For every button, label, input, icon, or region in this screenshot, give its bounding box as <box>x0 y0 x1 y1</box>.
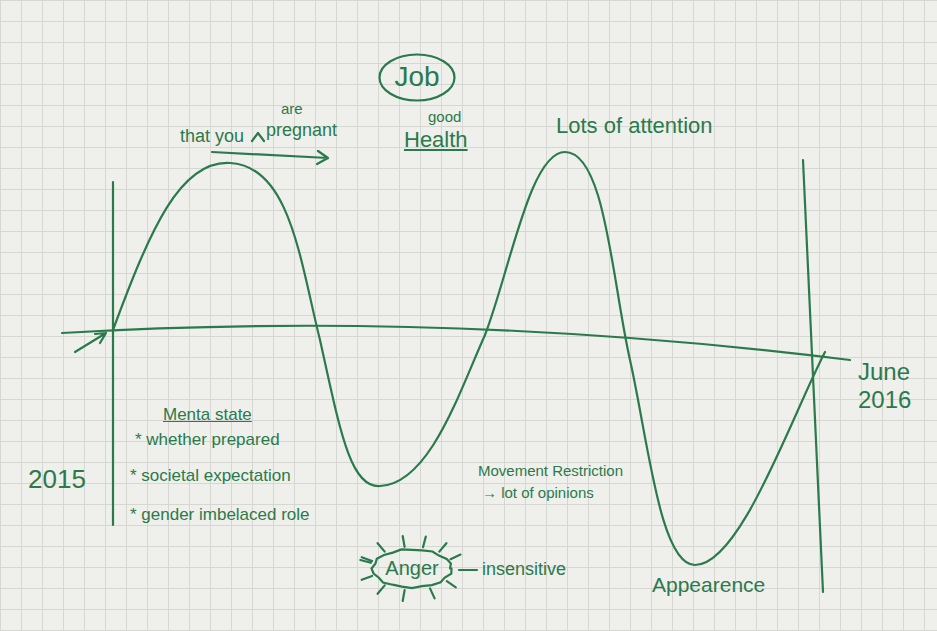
note-text: good <box>428 108 461 125</box>
inserted-word: are <box>281 100 303 117</box>
start-line <box>112 182 114 525</box>
anger-blob: Anger <box>371 548 453 589</box>
underline-arrow <box>212 151 328 164</box>
leader-line <box>459 569 477 571</box>
insert-caret <box>252 133 264 141</box>
list-item: * whether prepared <box>135 430 280 450</box>
outline-shape <box>360 536 460 601</box>
list-item: * gender imbelaced role <box>130 505 310 525</box>
note-text: Appearence <box>652 573 765 597</box>
note-text: Movement Restriction <box>478 462 623 479</box>
list-item: * societal expectation <box>130 466 291 486</box>
node-text: Job <box>378 61 456 93</box>
note-text: pregnant <box>266 120 337 141</box>
note-text: that you <box>180 126 244 147</box>
time-axis <box>62 326 850 360</box>
node-text: Anger <box>371 557 453 580</box>
end-date: June 2016 <box>858 358 930 413</box>
note-heading: Health <box>404 127 468 152</box>
note-text: → lot of opinions <box>482 484 594 501</box>
note-text: insensitive <box>482 559 566 580</box>
start-arrow <box>75 333 106 352</box>
start-date: 2015 <box>28 465 86 495</box>
mood-wave <box>113 152 825 565</box>
note-text: Lots of attention <box>556 113 713 138</box>
circled-heading: Job <box>378 53 456 102</box>
list-heading: Menta state <box>163 405 252 425</box>
